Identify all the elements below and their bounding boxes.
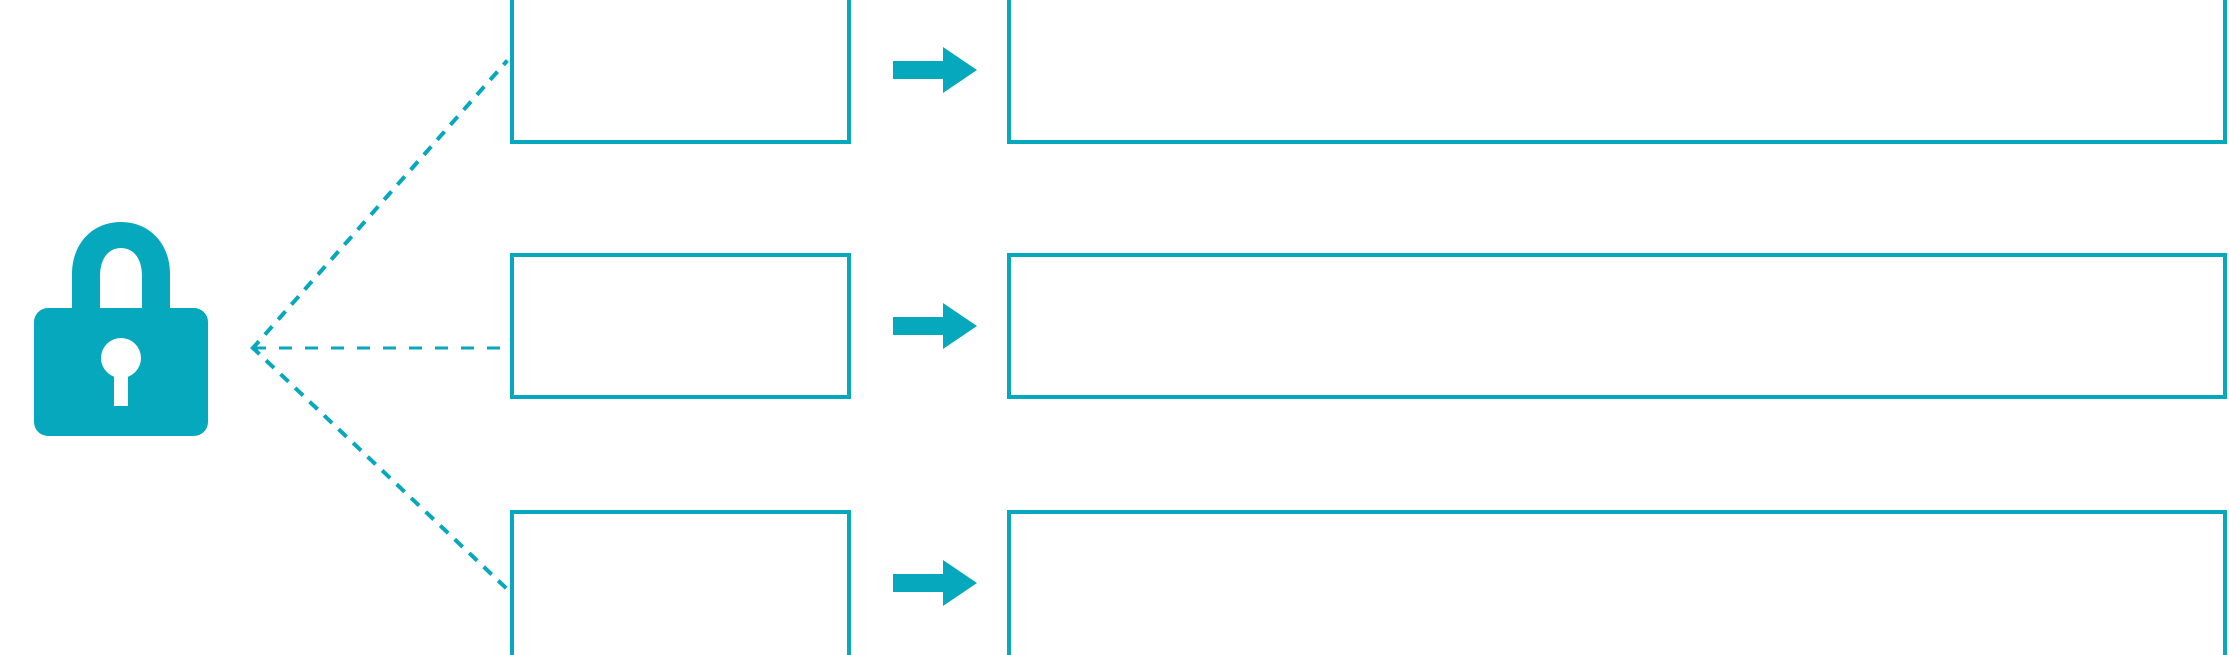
effect-box-row2[interactable] [1007, 253, 2227, 399]
connector-line-row1 [250, 59, 509, 351]
right-arrow-icon-row2 [893, 303, 977, 349]
cause-box-row1[interactable] [510, 0, 851, 144]
cause-box-row2[interactable] [510, 253, 851, 399]
effect-box-row1[interactable] [1007, 0, 2227, 144]
cause-box-row3[interactable] [510, 510, 851, 655]
right-arrow-icon-row1 [893, 47, 977, 93]
connector-line-row3 [250, 345, 509, 591]
effect-box-row3[interactable] [1007, 510, 2227, 655]
padlock-icon [30, 218, 212, 438]
right-arrow-icon-row3 [893, 560, 977, 606]
